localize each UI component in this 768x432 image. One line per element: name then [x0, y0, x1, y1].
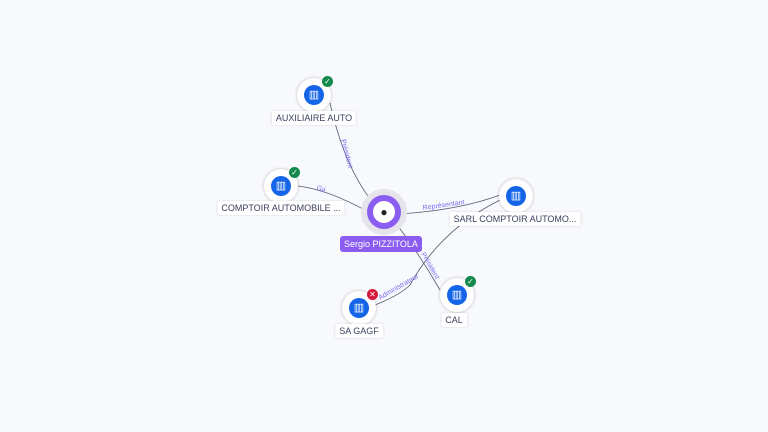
node-label[interactable]: SA GAGF [335, 324, 383, 338]
node-label[interactable]: AUXILIAIRE AUTO [271, 111, 357, 125]
edge-comptoir [297, 185, 371, 214]
person-icon: ● [373, 201, 395, 223]
edge-sarl [399, 194, 501, 215]
building-icon: ▥ [304, 85, 324, 105]
building-icon: ▥ [271, 176, 291, 196]
company-node[interactable]: ▥ [499, 179, 533, 213]
node-label[interactable]: CAL [441, 313, 467, 327]
building-icon: ▥ [349, 298, 369, 318]
company-node[interactable]: ▥✓ [440, 276, 476, 312]
company-node[interactable]: ▥✓ [297, 76, 333, 112]
building-icon: ▥ [447, 285, 467, 305]
company-node[interactable]: ▥✓ [264, 167, 300, 203]
check-icon: ✓ [465, 276, 476, 287]
person-node[interactable]: ● [367, 195, 401, 229]
company-node[interactable]: ▥✕ [342, 289, 378, 325]
close-icon: ✕ [367, 289, 378, 300]
node-label[interactable]: COMPTOIR AUTOMOBILE ... [217, 201, 345, 215]
edge-label: Représentant [422, 199, 465, 212]
building-icon: ▥ [506, 186, 526, 206]
edge-cal [394, 221, 441, 291]
check-icon: ✓ [322, 76, 333, 87]
check-icon: ✓ [289, 167, 300, 178]
edge-label: Président [339, 139, 353, 169]
edge-label: Administrateur [378, 273, 421, 302]
node-label[interactable]: SARL COMPTOIR AUTOMO... [449, 212, 581, 226]
edge-label: Gé [315, 184, 327, 194]
person-label[interactable]: Sergio PIZZITOLA [340, 236, 422, 252]
